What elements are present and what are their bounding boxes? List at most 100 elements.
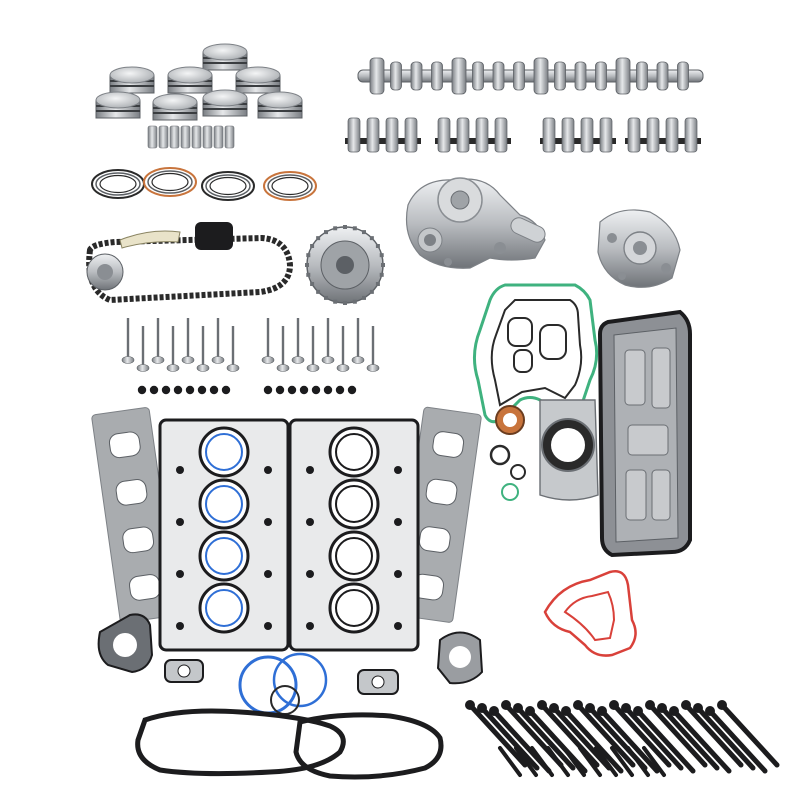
head-bolt-short: [594, 746, 618, 777]
head-bolt: [683, 702, 744, 768]
head-bolt-short: [514, 746, 538, 777]
throttle-body-seals: [238, 652, 328, 715]
piston: [109, 66, 155, 94]
ring-set: [201, 171, 255, 201]
valve: [121, 318, 135, 364]
lifter: [627, 117, 641, 153]
oil-pump: [597, 209, 681, 288]
cam-lobe: [451, 57, 467, 95]
valve-stem-seal: [197, 385, 207, 395]
intake-gasket: [543, 570, 637, 657]
cam-lobe: [369, 57, 385, 95]
wrist-pin: [202, 125, 213, 149]
wrist-pin: [158, 125, 169, 149]
valve: [151, 318, 165, 364]
head-bolt: [635, 708, 696, 774]
head-bolt: [623, 705, 684, 771]
wrist-pin: [191, 125, 202, 149]
lifter: [385, 117, 399, 153]
lifter: [347, 117, 361, 153]
wrist-pins: [147, 125, 235, 149]
lifter: [646, 117, 660, 153]
head-bolt-short: [562, 746, 586, 777]
piston: [152, 93, 198, 121]
head-bolt: [695, 705, 756, 771]
valve-stem-seal: [311, 385, 321, 395]
valve-stem-seal: [323, 385, 333, 395]
cam-lobe: [513, 61, 525, 91]
valve-stem-seal: [299, 385, 309, 395]
wrist-pin: [224, 125, 235, 149]
lifter: [366, 117, 380, 153]
cam-lobe: [554, 61, 566, 91]
lifter: [404, 117, 418, 153]
lifter: [580, 117, 594, 153]
piston: [167, 66, 213, 94]
valves: [121, 318, 380, 372]
wrist-pin: [213, 125, 224, 149]
valve: [306, 326, 320, 372]
pistons: [95, 43, 303, 121]
cam-lobe: [636, 61, 648, 91]
valve: [291, 318, 305, 364]
oil-pan-gasket: [597, 309, 692, 558]
cam-lobe: [656, 61, 669, 91]
lifter: [599, 117, 613, 153]
lifter: [494, 117, 508, 153]
head-bolt-short: [642, 746, 666, 777]
wrist-pin: [147, 125, 158, 149]
piston: [202, 89, 248, 117]
head-bolt: [539, 702, 600, 768]
lifter-tray: [625, 117, 701, 153]
lifter-tray: [540, 117, 616, 153]
head-bolt: [647, 702, 708, 768]
head-bolt: [575, 702, 636, 768]
chain-guide: [119, 230, 181, 249]
head-bolt-short: [498, 746, 522, 777]
ring-set: [91, 169, 145, 199]
valve: [196, 326, 210, 372]
valve-cover-gaskets: [135, 708, 444, 780]
head-bolt: [563, 708, 624, 774]
valve-stem-seal: [161, 385, 171, 395]
head-bolt: [467, 702, 528, 768]
head-bolts: [465, 700, 780, 777]
valve-stem-seals: [137, 385, 357, 395]
valve-stem-seal: [221, 385, 231, 395]
lifter-tray: [345, 117, 421, 153]
piston: [235, 66, 281, 94]
cam-lobe: [390, 61, 402, 91]
cam-lobe: [492, 61, 505, 91]
cylinder-head-gasket: [288, 418, 420, 652]
head-bolt-short: [626, 746, 650, 777]
lifter: [561, 117, 575, 153]
valve: [181, 318, 195, 364]
valve: [366, 326, 380, 372]
lifter: [437, 117, 451, 153]
valve-stem-seal: [185, 385, 195, 395]
head-bolt: [707, 708, 768, 774]
cam-lobe: [533, 57, 549, 95]
cam-lobe: [615, 57, 631, 95]
piston: [202, 43, 248, 71]
timing-cover-gasket: [473, 283, 599, 424]
cam-lobe: [574, 61, 587, 91]
cylinder-head-gaskets: [158, 418, 420, 652]
valve: [336, 326, 350, 372]
flange-gaskets: [97, 613, 484, 695]
valve-stem-seal: [263, 385, 273, 395]
head-bolt: [659, 705, 720, 771]
chain-tensioner: [195, 222, 233, 250]
timing-chain: [86, 234, 294, 304]
valve-stem-seal: [173, 385, 183, 395]
lifters: [345, 117, 701, 153]
wrist-pin: [180, 125, 191, 149]
lifter: [475, 117, 489, 153]
head-bolt: [551, 705, 612, 771]
valve-stem-seal: [335, 385, 345, 395]
valve: [226, 326, 240, 372]
valve: [166, 326, 180, 372]
valve-stem-seal: [137, 385, 147, 395]
piston: [257, 91, 303, 119]
